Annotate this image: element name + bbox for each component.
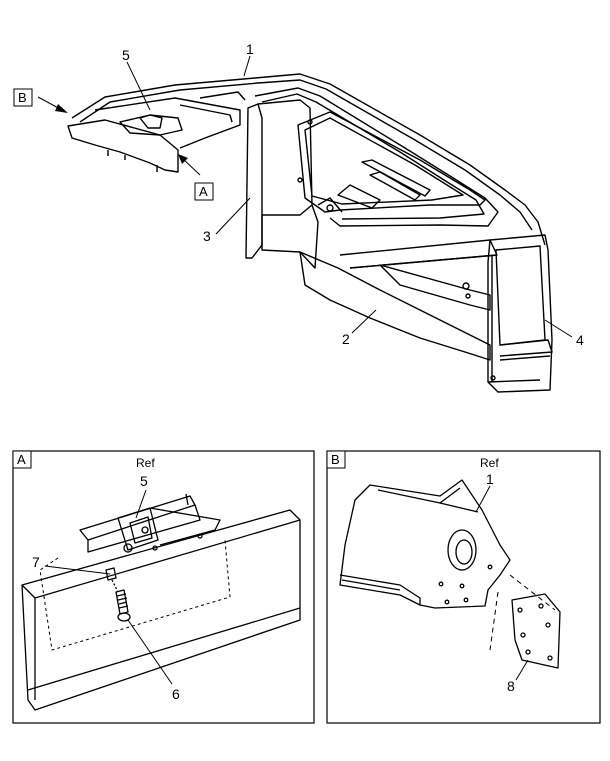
leader-5 <box>126 61 151 111</box>
detail-a-label: A <box>17 452 26 467</box>
callout-7: 7 <box>32 554 40 570</box>
callout-8: 8 <box>507 678 515 694</box>
detail-a-panel: A <box>12 450 315 724</box>
main-assembly-drawing <box>67 73 553 393</box>
detail-b-label: B <box>331 452 340 467</box>
detail-a-ref-text: Ref <box>136 456 155 470</box>
callout-5: 5 <box>122 47 130 63</box>
view-a-arrow <box>178 154 201 176</box>
callout-1: 1 <box>246 41 254 57</box>
leader-3 <box>215 197 251 235</box>
detail-a-ref-num: 5 <box>140 473 148 489</box>
view-b-arrow <box>37 96 68 113</box>
leader-1 <box>243 55 251 77</box>
view-b-label: B <box>13 88 33 107</box>
callout-4: 4 <box>576 332 584 348</box>
svg-text:B: B <box>18 90 27 105</box>
detail-b-drawing <box>339 479 561 669</box>
main-leader-lines <box>126 55 573 338</box>
detail-b-panel: B <box>326 450 601 724</box>
detail-b-leaders <box>475 485 529 681</box>
detail-a-leaders <box>44 489 173 685</box>
detail-b-ref-num: 1 <box>486 471 494 487</box>
callout-6: 6 <box>172 686 180 702</box>
callout-2: 2 <box>342 331 350 347</box>
detail-a-drawing <box>21 493 301 711</box>
detail-b-ref-text: Ref <box>480 456 499 470</box>
callout-3: 3 <box>203 228 211 244</box>
view-a-label: A <box>194 182 214 201</box>
leader-4 <box>544 319 573 338</box>
svg-text:A: A <box>199 184 208 199</box>
leader-2 <box>351 309 377 334</box>
